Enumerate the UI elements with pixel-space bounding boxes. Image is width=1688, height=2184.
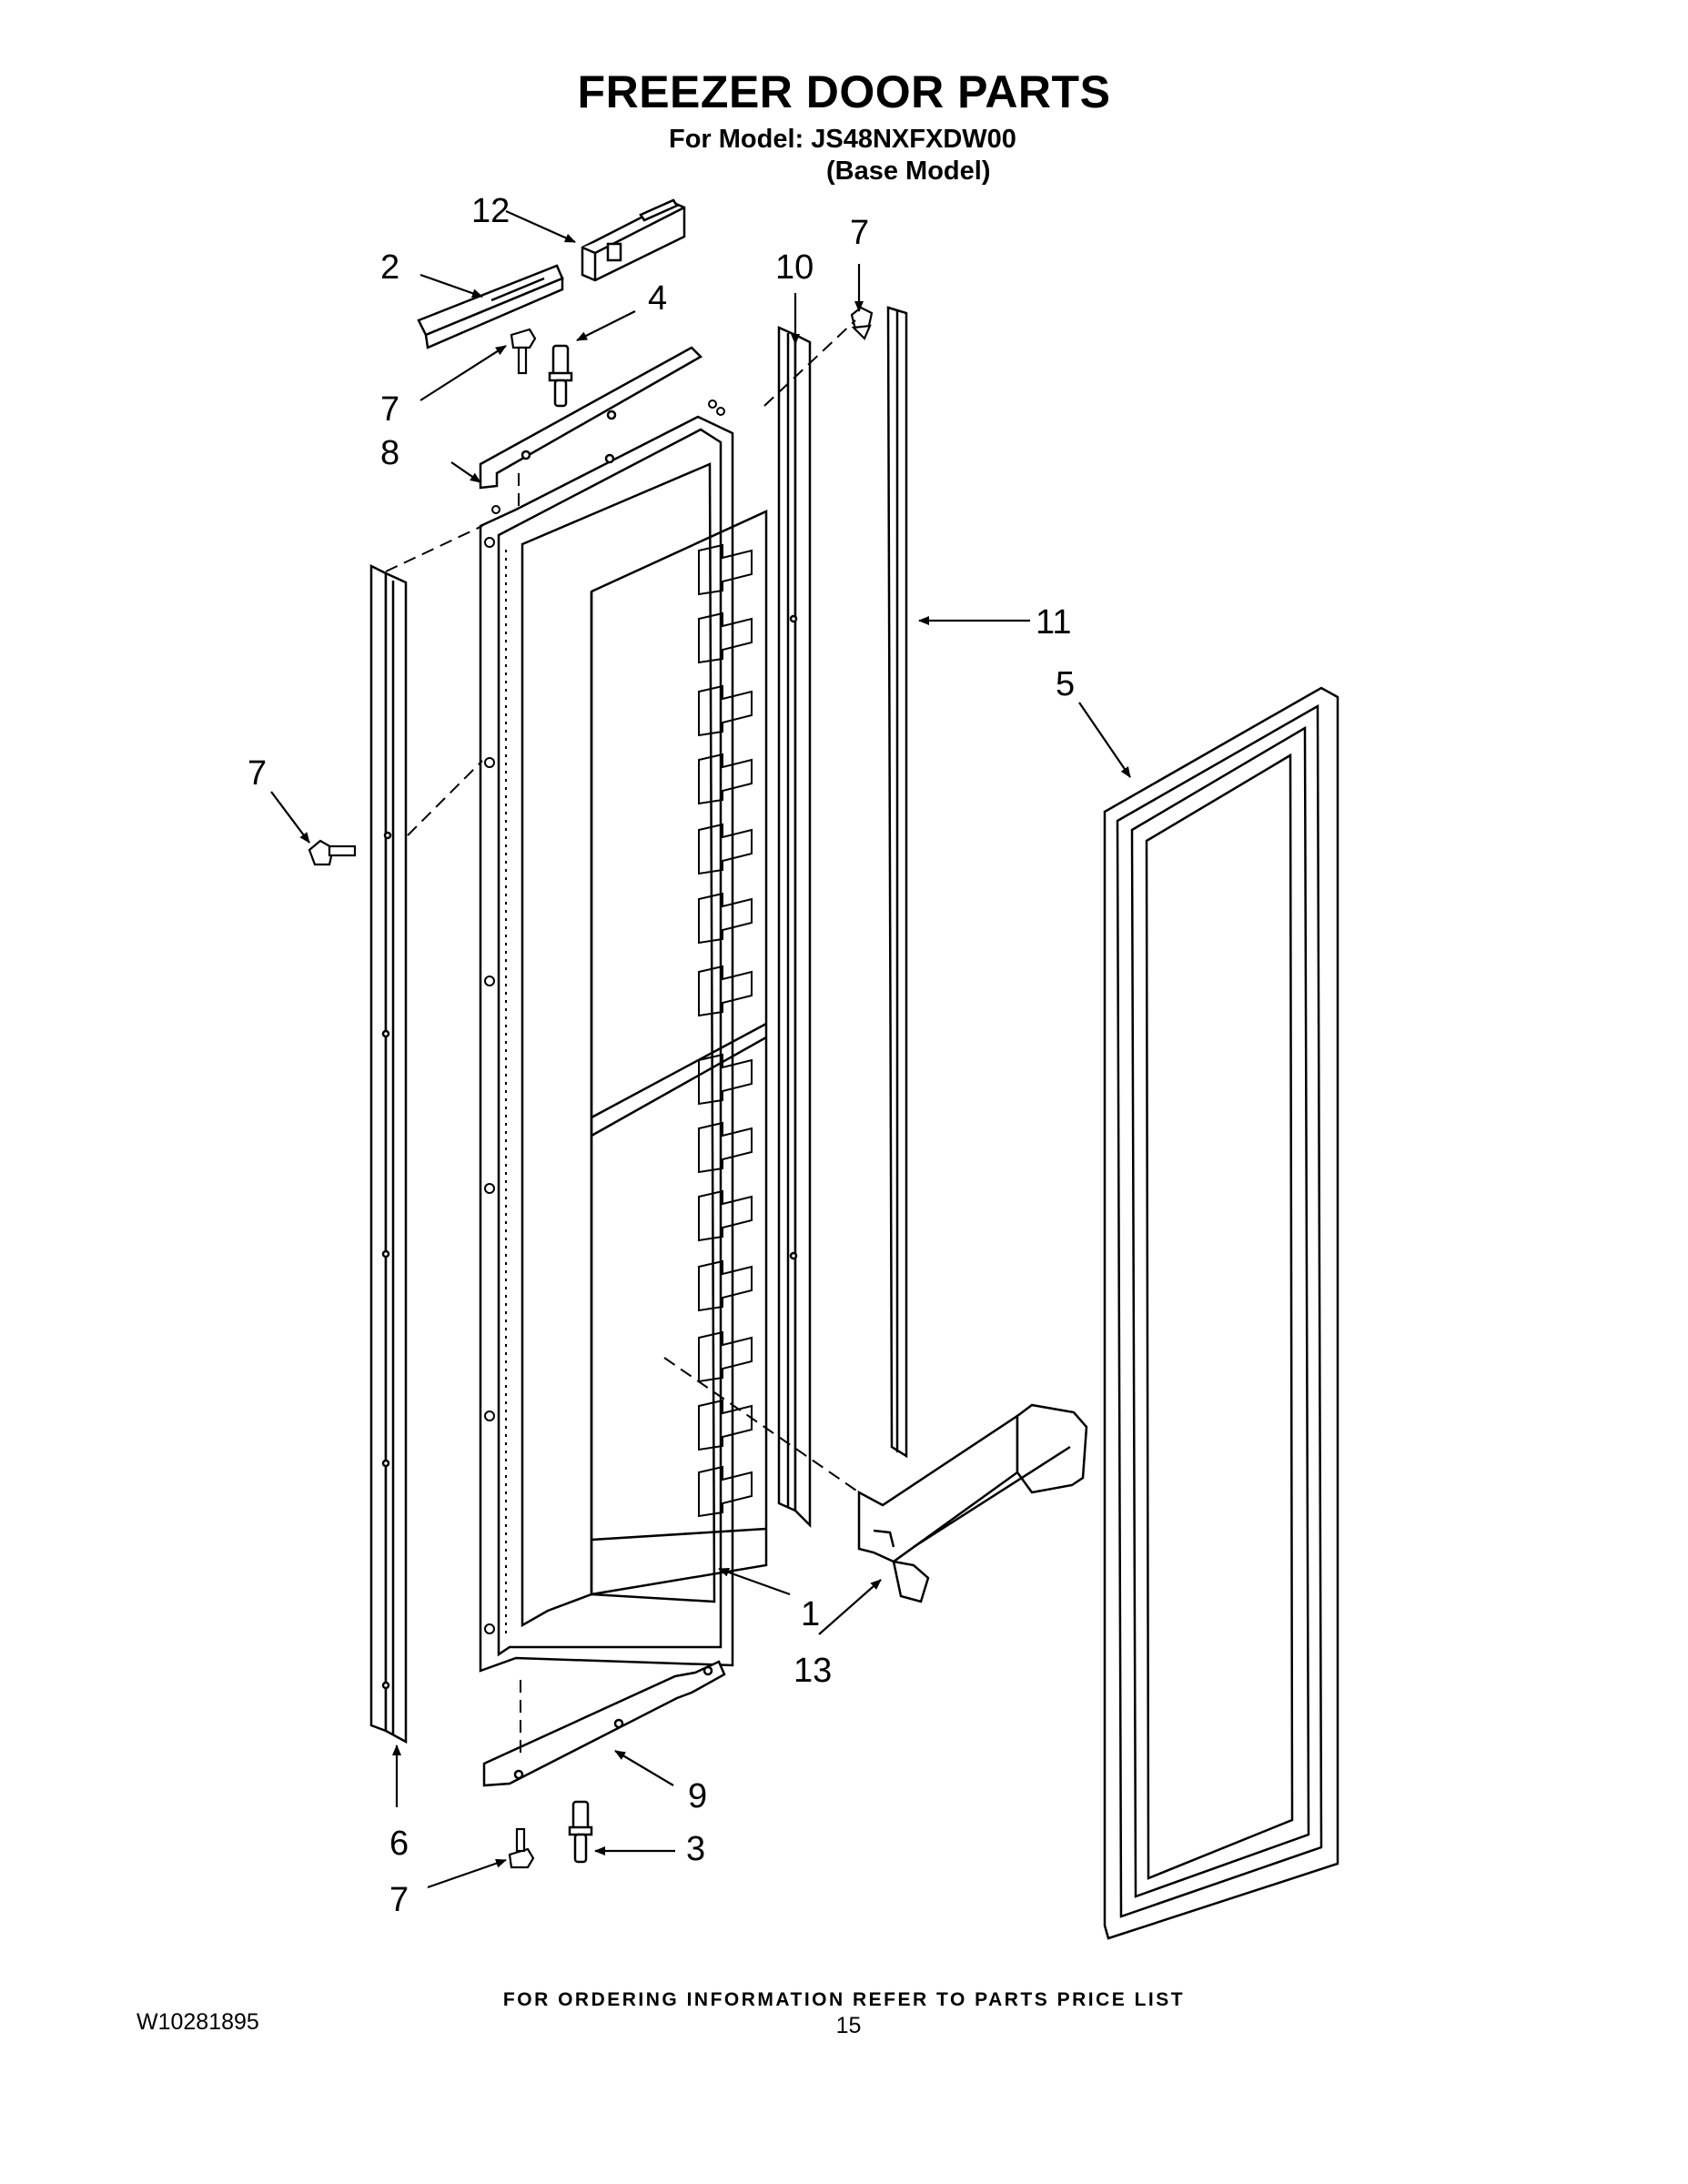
callout-3: 3 — [686, 1830, 705, 1868]
callout-7-left: 7 — [248, 754, 267, 793]
callout-12: 12 — [471, 192, 510, 230]
door-shelf-tabs — [698, 543, 753, 1518]
callout-10: 10 — [775, 248, 814, 287]
callout-13: 13 — [793, 1652, 832, 1690]
hinge-pin-part-4 — [548, 344, 573, 408]
callout-6: 6 — [389, 1825, 409, 1863]
top-bracket-part-8 — [479, 346, 703, 490]
callout-7-top: 7 — [380, 390, 399, 429]
bottom-bracket-part-9 — [482, 1660, 726, 1787]
screw-part-7-hinge — [850, 306, 874, 340]
page-title: FREEZER DOOR PARTS — [577, 66, 1111, 117]
callout-9: 9 — [688, 1777, 707, 1815]
screw-part-7-top — [510, 328, 537, 375]
door-liner-part-1 — [479, 399, 768, 1673]
page-number: 15 — [835, 2013, 862, 2038]
model-subtitle: For Model: JS48NXFXDW00 (Base Model) — [669, 124, 1016, 187]
callout-labels: 12 2 4 7 8 10 7 11 5 7 1 13 9 3 6 7 — [248, 192, 1075, 1919]
callout-1: 1 — [801, 1595, 820, 1633]
callout-7-hinge: 7 — [850, 214, 869, 252]
left-trim-part-6 — [369, 563, 408, 1744]
gasket-strip-part-11 — [886, 306, 908, 1459]
callout-7-bottom: 7 — [389, 1881, 409, 1919]
callout-arrows — [270, 209, 1131, 1889]
screw-part-7-left — [308, 839, 357, 866]
model-note: (Base Model) — [826, 157, 991, 186]
assembly-lines — [385, 319, 860, 1756]
trim-cap-part-2 — [417, 264, 564, 349]
callout-4: 4 — [648, 279, 667, 318]
callout-11: 11 — [1036, 603, 1071, 642]
handle-part-13 — [857, 1403, 1088, 1603]
callout-2: 2 — [380, 248, 399, 287]
model-line: For Model: JS48NXFXDW00 — [669, 125, 1016, 154]
callout-5: 5 — [1056, 665, 1075, 703]
hinge-pin-part-3 — [568, 1800, 593, 1864]
callout-8: 8 — [380, 434, 399, 472]
document-number: W10281895 — [136, 2009, 259, 2035]
right-trim-part-10 — [777, 326, 812, 1529]
ordering-note: FOR ORDERING INFORMATION REFER TO PARTS … — [502, 1989, 1186, 2010]
screw-part-7-bottom — [508, 1827, 535, 1869]
module-part-12 — [581, 198, 686, 282]
door-gasket-part-5 — [1103, 686, 1339, 1940]
